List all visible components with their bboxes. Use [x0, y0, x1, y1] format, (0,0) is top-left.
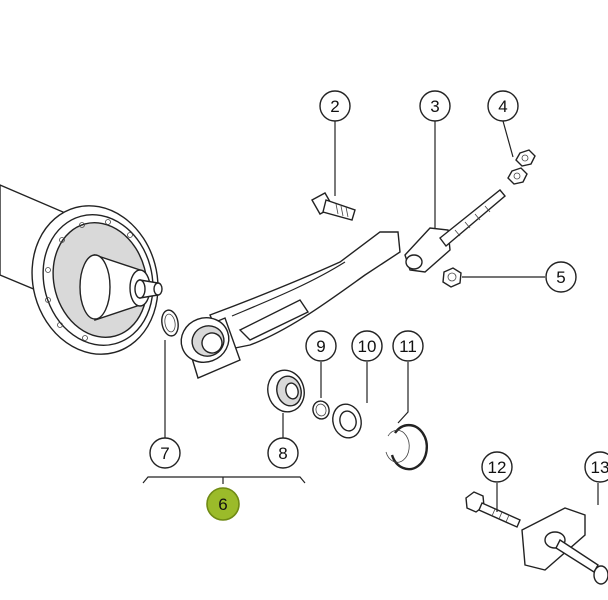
part-11-circlip — [385, 423, 429, 471]
callout-10-label: 10 — [358, 337, 377, 356]
callout-3: 3 — [419, 90, 451, 122]
callout-7: 7 — [149, 437, 181, 469]
part-5-nut — [442, 267, 462, 288]
callout-5: 5 — [545, 261, 577, 293]
part-7-oring — [161, 309, 179, 337]
callout-4-label: 4 — [498, 97, 507, 116]
part-9-ring — [312, 400, 330, 420]
callout-3-label: 3 — [430, 97, 439, 116]
callout-7-label: 7 — [160, 444, 169, 463]
callout-9: 9 — [305, 330, 337, 362]
part-2-bolt — [311, 192, 356, 221]
callout-12-label: 12 — [488, 458, 507, 477]
part-8-bearing — [267, 369, 305, 413]
callout-12: 12 — [481, 451, 513, 483]
callout-2: 2 — [319, 90, 351, 122]
hub-assembly — [0, 184, 163, 355]
callout-6-label: 6 — [218, 495, 227, 514]
callout-10: 10 — [351, 330, 383, 362]
part-4-nuts — [507, 149, 536, 185]
callout-4: 4 — [487, 90, 519, 122]
callout-6: 6 — [206, 487, 240, 521]
leader-lines — [142, 120, 599, 512]
callout-2-label: 2 — [330, 97, 339, 116]
bearing-housing — [180, 317, 241, 379]
callout-8: 8 — [267, 437, 299, 469]
part-10-washer — [332, 403, 362, 439]
callout-9-label: 9 — [316, 337, 325, 356]
swing-arm — [209, 231, 401, 351]
callout-5-label: 5 — [556, 268, 565, 287]
callout-13-label: 13 — [591, 458, 608, 477]
part-12-bolt — [465, 491, 521, 528]
callout-11: 11 — [392, 330, 424, 362]
callout-11-label: 11 — [399, 337, 417, 356]
part-3-clevis — [404, 189, 506, 273]
part-13-bracket — [521, 507, 608, 585]
callout-13: 13 — [584, 451, 608, 483]
callout-8-label: 8 — [278, 444, 287, 463]
